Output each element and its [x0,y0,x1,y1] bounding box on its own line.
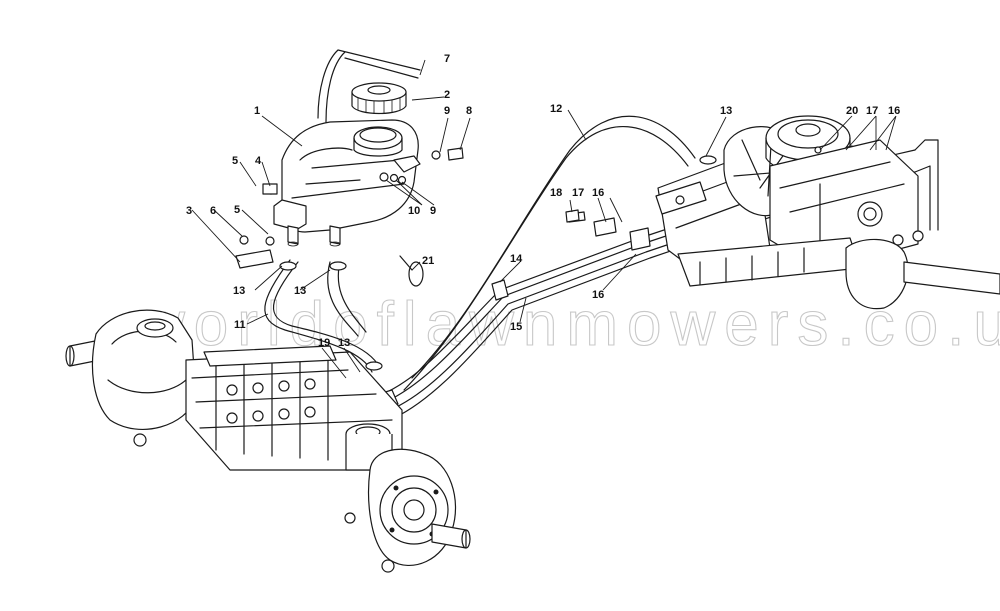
callout-19: 19 [318,337,330,349]
callout-6: 6 [210,205,216,217]
callout-15: 15 [510,321,522,333]
callout-8: 8 [466,105,472,117]
callout-16c: 16 [592,289,604,301]
callout-21: 21 [422,255,434,267]
callout-17a: 17 [866,105,878,117]
callout-1: 1 [254,105,260,117]
callout-labels: 1 2 3 4 5 5 6 7 8 9 9 10 11 12 13 13 13 … [186,53,900,349]
callout-13c: 13 [294,285,306,297]
callout-17b: 17 [572,187,584,199]
hoses [264,115,939,419]
filler-cap [351,82,407,115]
reservoir-tank [273,119,421,247]
callout-3: 3 [186,205,192,217]
hose-clips [279,155,717,371]
callout-12: 12 [550,103,562,115]
callout-2: 2 [444,89,450,101]
callout-11: 11 [234,319,246,331]
leader-lines [191,59,897,379]
callout-5b: 5 [234,204,240,216]
callout-13a: 13 [720,105,732,117]
callout-18: 18 [550,187,562,199]
callout-20: 20 [846,105,858,117]
rear-transmission [655,115,1000,310]
callout-9a: 9 [444,105,450,117]
small-fasteners [565,146,822,223]
callout-14: 14 [510,253,523,265]
callout-16a: 16 [888,105,900,117]
callout-13d: 13 [338,337,350,349]
callout-4: 4 [255,155,262,167]
front-transaxle [65,309,471,573]
breather-tube [317,49,421,123]
callout-13b: 13 [233,285,245,297]
callout-7: 7 [444,53,450,65]
tank-fasteners [235,147,464,269]
callout-16b: 16 [592,187,604,199]
callout-9b: 9 [430,205,436,217]
callout-10: 10 [408,205,420,217]
callout-5a: 5 [232,155,238,167]
